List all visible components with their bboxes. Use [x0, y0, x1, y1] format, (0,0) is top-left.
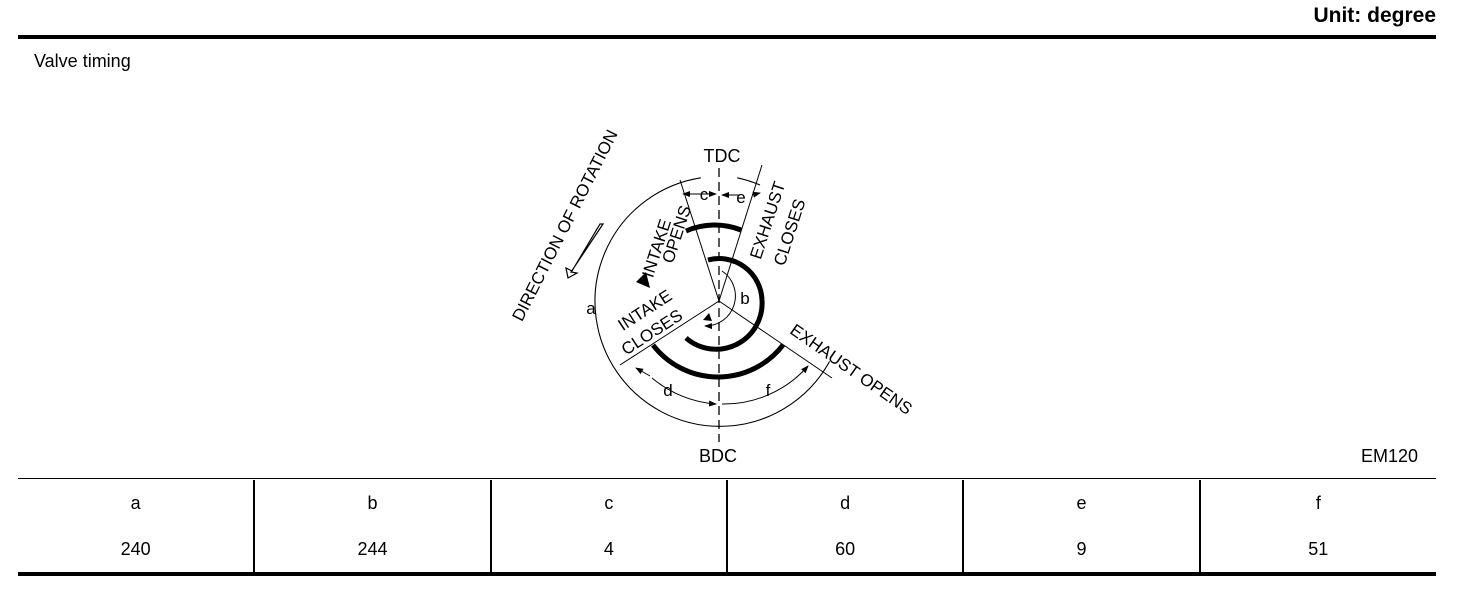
- top-rule: [18, 35, 1436, 39]
- dim-b: b: [740, 289, 749, 308]
- dim-f: f: [766, 381, 771, 400]
- small-arrow-b: [703, 313, 712, 321]
- table-value-row: 240 244 4 60 9 51: [18, 526, 1436, 572]
- value-cell-d: 60: [725, 526, 964, 572]
- intake-arc-top: [685, 222, 742, 234]
- header-cell-b: b: [253, 480, 491, 526]
- dim-e: e: [736, 188, 745, 207]
- rotation-arrow: [565, 223, 605, 279]
- bdc-label: BDC: [699, 446, 737, 466]
- figure-code: EM120: [1360, 446, 1418, 466]
- value-cell-a: 240: [120, 538, 151, 559]
- value-cell-e: 9: [962, 526, 1200, 572]
- direction-label: DIRECTION OF ROTATION: [509, 127, 622, 324]
- value-cell-b: 244: [253, 526, 491, 572]
- tdc-label: TDC: [704, 146, 741, 166]
- header-cell-e: e: [962, 480, 1200, 526]
- outer-arc-right: [737, 177, 761, 186]
- e-arrow-right: [751, 191, 761, 198]
- valve-timing-table: a b c d e f 240 244 4 60 9 51: [18, 480, 1436, 572]
- table-header-row: a b c d e f: [18, 480, 1436, 526]
- unit-label: Unit: degree: [1313, 4, 1436, 27]
- section-title: Valve timing: [34, 51, 131, 71]
- bottom-rule: [18, 572, 1436, 576]
- ivo-line: [679, 179, 720, 302]
- header-cell-f: f: [1198, 480, 1436, 526]
- valve-timing-diagram: TDC BDC DIRECTION OF ROTATION INTAKE OPE…: [509, 127, 916, 466]
- header-cell-d: d: [725, 480, 964, 526]
- value-cell-c: 4: [489, 526, 727, 572]
- header-cell-c: c: [489, 480, 727, 526]
- f-arrow: [721, 365, 809, 405]
- exhaust-spiral: [684, 256, 765, 352]
- exhaust-opens-label: EXHAUST OPENS: [787, 320, 916, 418]
- value-cell-f: 51: [1198, 526, 1436, 572]
- b-arc: [704, 270, 736, 330]
- dim-a: a: [586, 299, 596, 318]
- d-arrow-start: [635, 367, 651, 377]
- d-arrow: [651, 377, 717, 407]
- intake-arc-bottom: [651, 343, 785, 380]
- table-top-rule: [18, 478, 1436, 479]
- ivc-line: [619, 300, 720, 366]
- evo-line: [718, 300, 833, 379]
- intake-opens-pointer: [636, 272, 650, 288]
- dim-c: c: [700, 185, 709, 204]
- outer-arc-left: [594, 177, 831, 427]
- header-cell-a: a: [130, 492, 141, 513]
- dim-d: d: [663, 381, 672, 400]
- evc-line: [718, 164, 763, 302]
